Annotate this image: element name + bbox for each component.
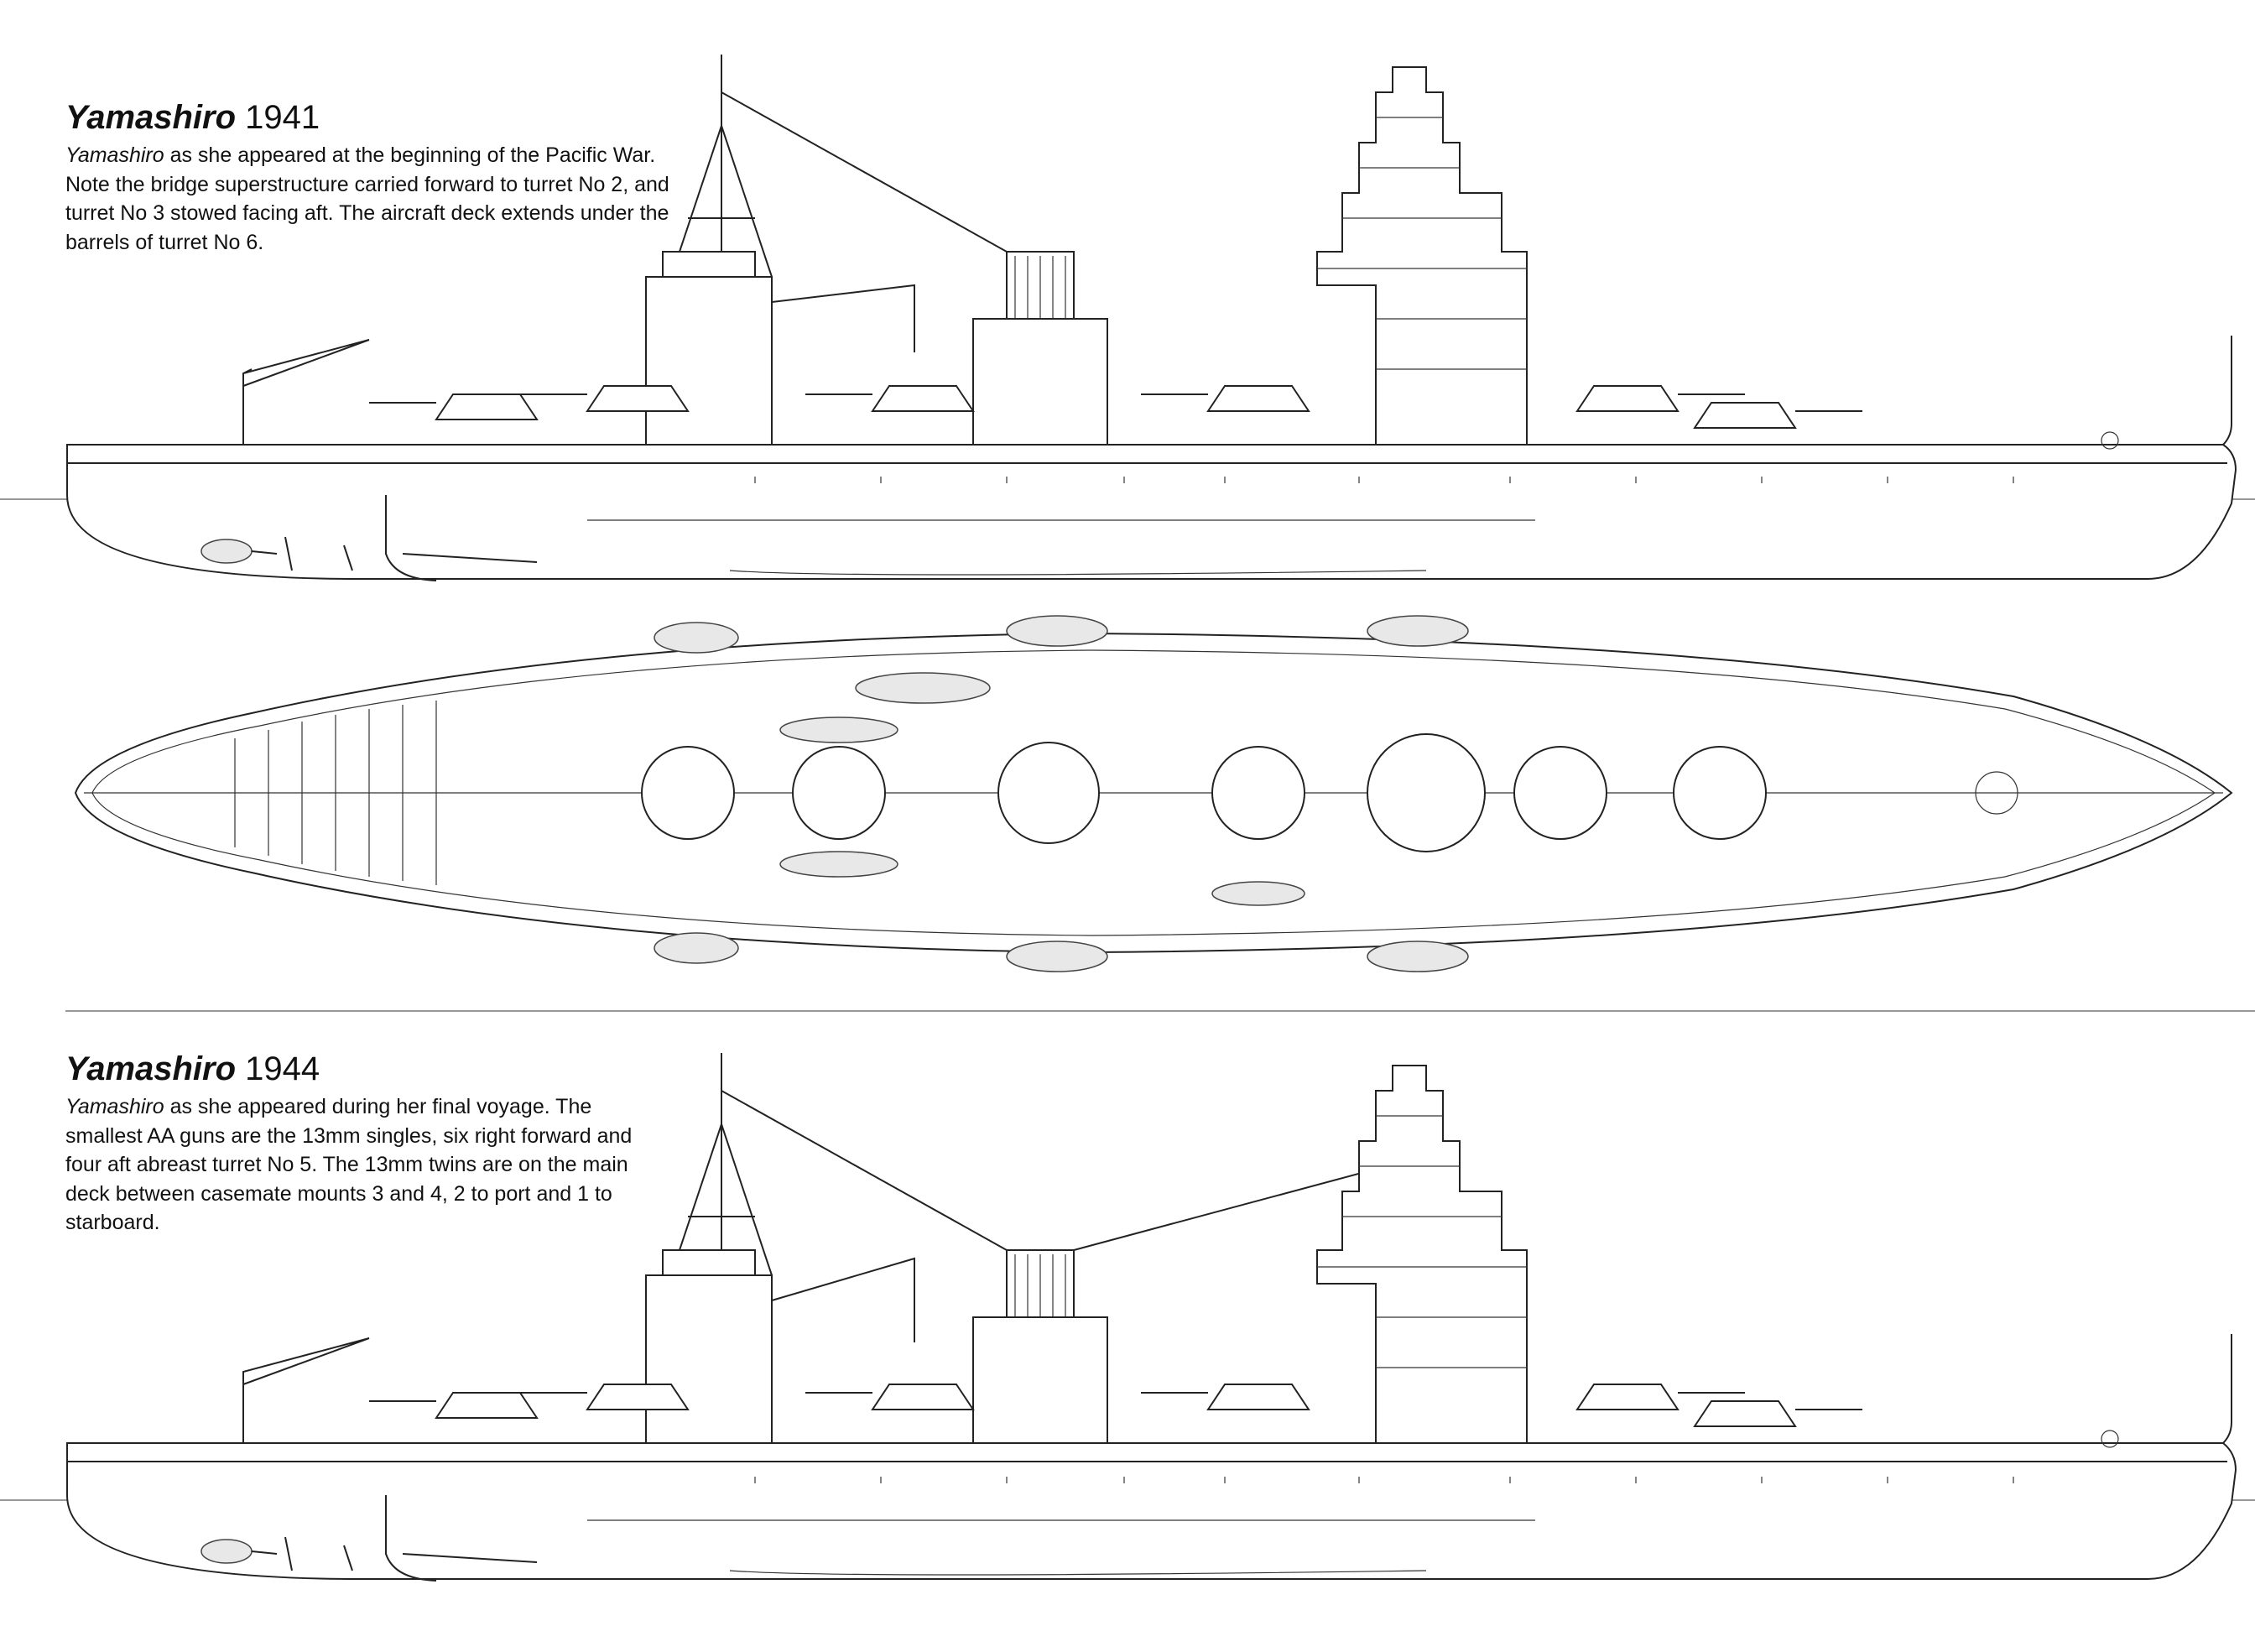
turret-1 [1693,1400,1797,1427]
aircraft-crane [242,339,370,445]
bridge-plan [1367,733,1486,852]
profile-1944 [0,1053,2255,1582]
rudder [201,539,253,564]
turret-2 [1575,385,1680,412]
pagoda-mast [1316,1065,1528,1444]
year-label: 1941 [245,99,320,136]
upper-deck-line [67,1421,2232,1444]
turret-6-plan [641,746,735,840]
ship-name-italic: Yamashiro [65,1095,164,1118]
propeller-shafts [251,1536,538,1571]
boat-crane [771,284,915,352]
funnel-base [972,1316,1108,1444]
boat-crane [771,1257,915,1342]
caption-1941: Yamashiro 1941 Yamashiro as she appeared… [65,99,669,257]
aft-control-top [662,251,756,278]
caption-1944: Yamashiro 1944 Yamashiro as she appeared… [65,1050,669,1238]
aft-superstructure [645,276,773,446]
pagoda-platforms [1317,1115,1527,1368]
anchor [2101,431,2119,450]
turret-4 [871,1384,975,1410]
rudder [201,1539,253,1564]
ship-name: Yamashiro [65,1050,237,1087]
ship-name: Yamashiro [65,99,237,136]
pagoda-platforms [1317,117,1527,370]
ship-boats [779,672,1305,906]
boat-blisters [654,615,1469,972]
bilge-keel [729,1570,1427,1576]
ship-name-italic: Yamashiro [65,143,164,167]
aft-control-top [662,1249,756,1276]
turret-3 [1206,1384,1310,1410]
aircraft-crane [242,1337,370,1443]
turret-1 [1693,402,1797,429]
hull-1944 [66,1442,2237,1580]
funnel-base [972,318,1108,446]
caption-text-1944: Yamashiro as she appeared during her fin… [65,1092,669,1238]
turret-1-plan [1673,746,1767,840]
main-turrets-1941 [369,385,1862,429]
turret-2 [1575,1384,1680,1410]
main-turrets-1944 [369,1384,1862,1427]
portholes-row [754,1477,2014,1483]
turret-plan-marks [641,733,1767,852]
aircraft-deck [234,701,437,885]
year-label: 1944 [245,1050,320,1087]
turret-4 [871,385,975,412]
turret-6 [435,1392,539,1419]
turret-4-plan [1211,746,1305,840]
capstan [1975,771,2018,815]
portholes-row [754,477,2014,483]
anchor [2101,1430,2119,1448]
aft-tripod-mast [670,55,1008,394]
turret-6 [435,393,539,420]
caption-text-1941: Yamashiro as she appeared at the beginni… [65,141,669,257]
upper-deck-line [67,423,2232,446]
turret-5 [586,1384,690,1410]
stern-skeg [385,1495,437,1582]
funnel-plan [997,742,1100,844]
bilge-keel [729,570,1427,576]
turret-2-plan [1513,746,1607,840]
turret-5 [586,385,690,412]
caption-title-1944: Yamashiro 1944 [65,1050,669,1087]
aft-tripod-mast [670,1053,1419,1393]
propeller-shafts [251,536,538,571]
aft-superstructure [645,1274,773,1444]
plan-view-1941 [74,615,2233,972]
turret-5-plan [792,746,886,840]
caption-body: as she appeared at the beginning of the … [65,143,669,254]
profile-1941 [0,55,2255,581]
caption-title-1941: Yamashiro 1941 [65,99,669,136]
hull-1941 [66,444,2237,580]
pagoda-mast [1316,66,1528,446]
turret-3 [1206,385,1310,412]
caption-body: as she appeared during her final voyage.… [65,1095,633,1234]
stern-skeg [385,495,437,581]
